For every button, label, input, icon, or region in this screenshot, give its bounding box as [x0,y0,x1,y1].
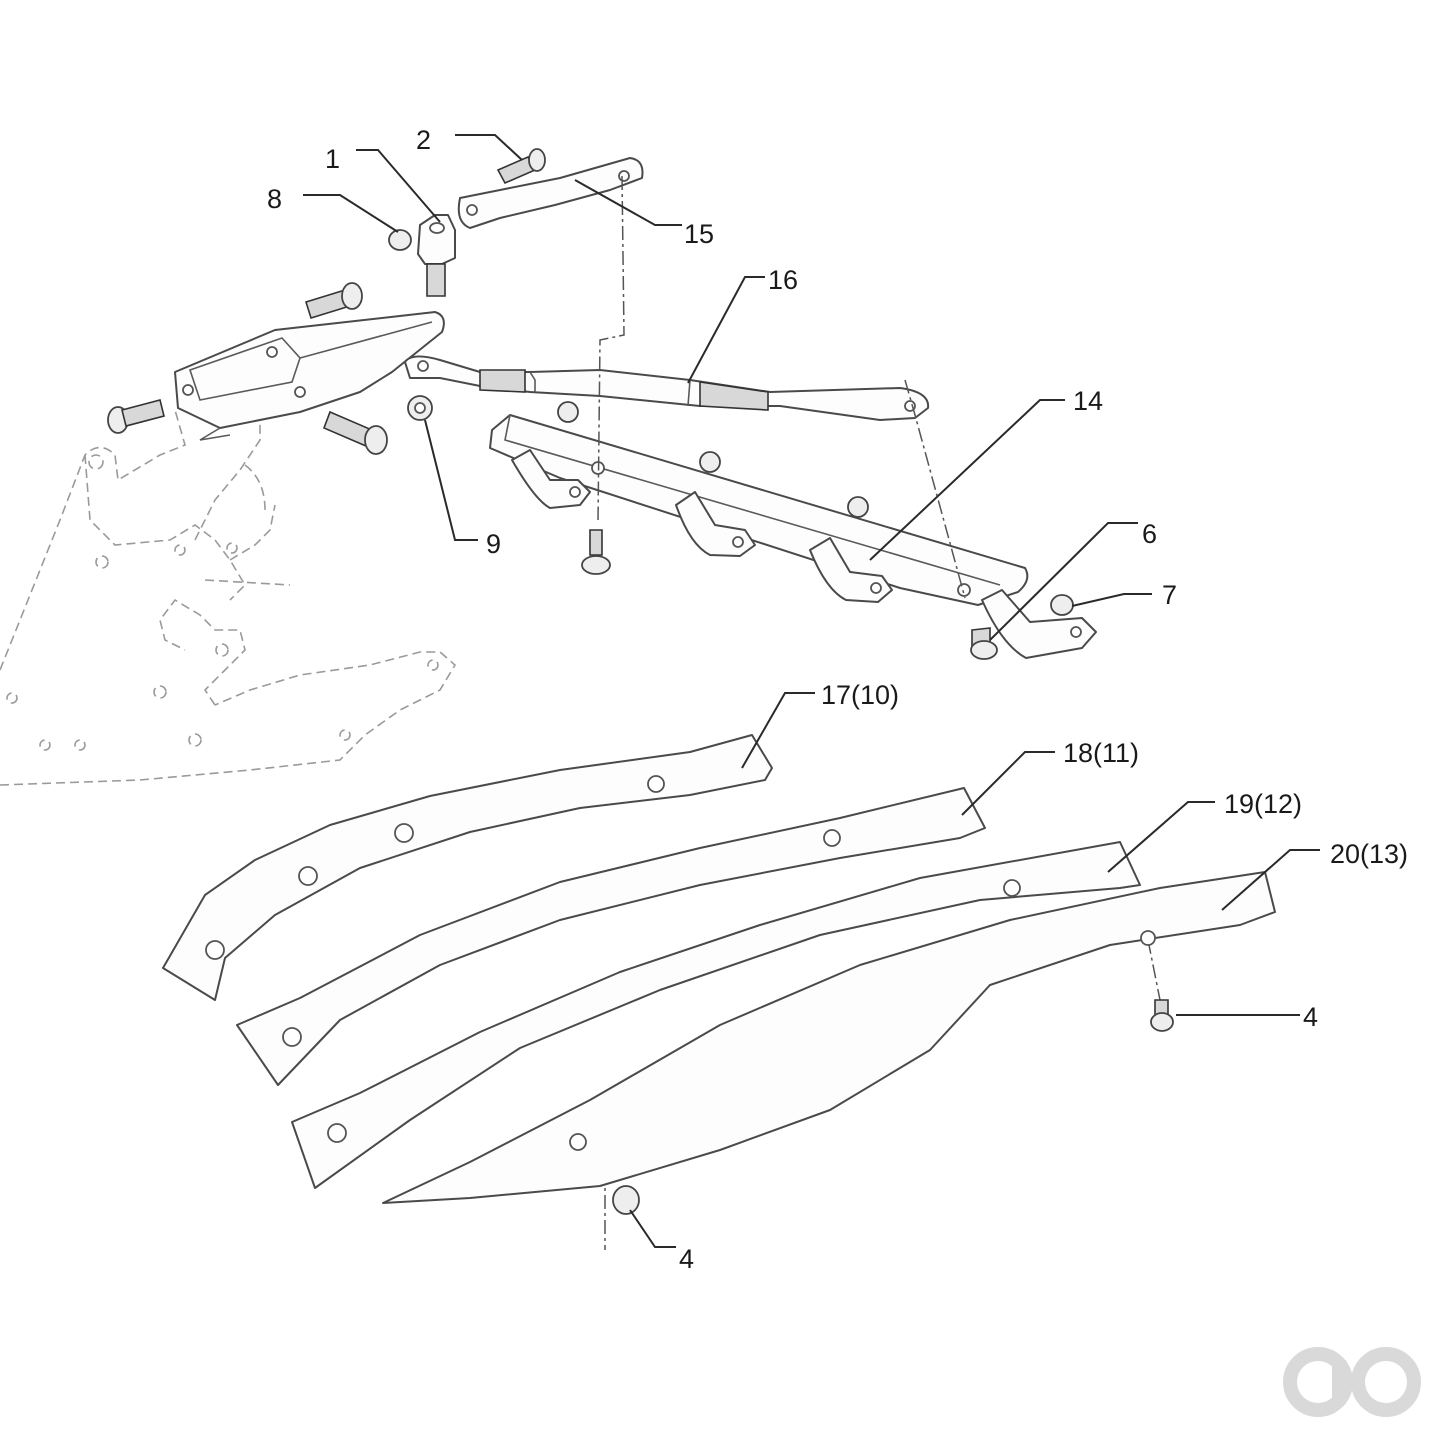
ghost-plough-body [0,409,457,786]
plate-part-18 [236,787,986,1086]
bar-bolt-left [581,529,611,575]
brand-logo-watermark [1283,1347,1421,1417]
callout-4-right: 4 [1303,1002,1318,1032]
bar-bolt-right [970,627,998,660]
nut-part-9 [407,395,433,421]
plate-part-17 [162,734,773,1001]
leader-lines [303,134,1320,1248]
callout-1: 1 [325,144,340,174]
callout-9: 9 [486,529,501,559]
callout-6: 6 [1142,519,1157,549]
bolt-part-4-bottom [612,1185,640,1215]
bolt-part-2 [496,148,546,185]
callout-20: 20(13) [1330,839,1408,869]
adjuster-rod-part-16 [404,355,930,421]
callout-8: 8 [267,184,282,214]
callout-18: 18(11) [1063,738,1139,768]
bracket-bolt-left [107,399,165,434]
link-rod-part-15 [457,157,644,229]
callout-4-bottom: 4 [679,1244,694,1274]
callout-7: 7 [1162,580,1177,610]
hook-bar-part-14 [489,401,1097,659]
callout-19: 19(12) [1224,789,1302,819]
bracket-bolt-top [304,282,363,319]
bolt-part-4-right [1150,999,1174,1032]
callout-17: 17(10) [821,680,899,710]
callout-2: 2 [416,125,431,155]
callout-14: 14 [1073,386,1103,416]
bracket-bolt-lower [322,410,388,455]
callout-16: 16 [768,265,798,295]
plate-part-19 [291,841,1141,1189]
plate-part-20 [382,871,1276,1204]
callout-labels: 1 2 8 15 16 14 9 6 7 17(10) 18(11) 19(12… [267,125,1408,1274]
callout-15: 15 [684,219,714,249]
nut-part-8 [388,229,412,251]
nut-part-7 [1050,594,1074,616]
mounting-bracket [174,311,445,441]
clevis-part-1 [417,214,456,297]
